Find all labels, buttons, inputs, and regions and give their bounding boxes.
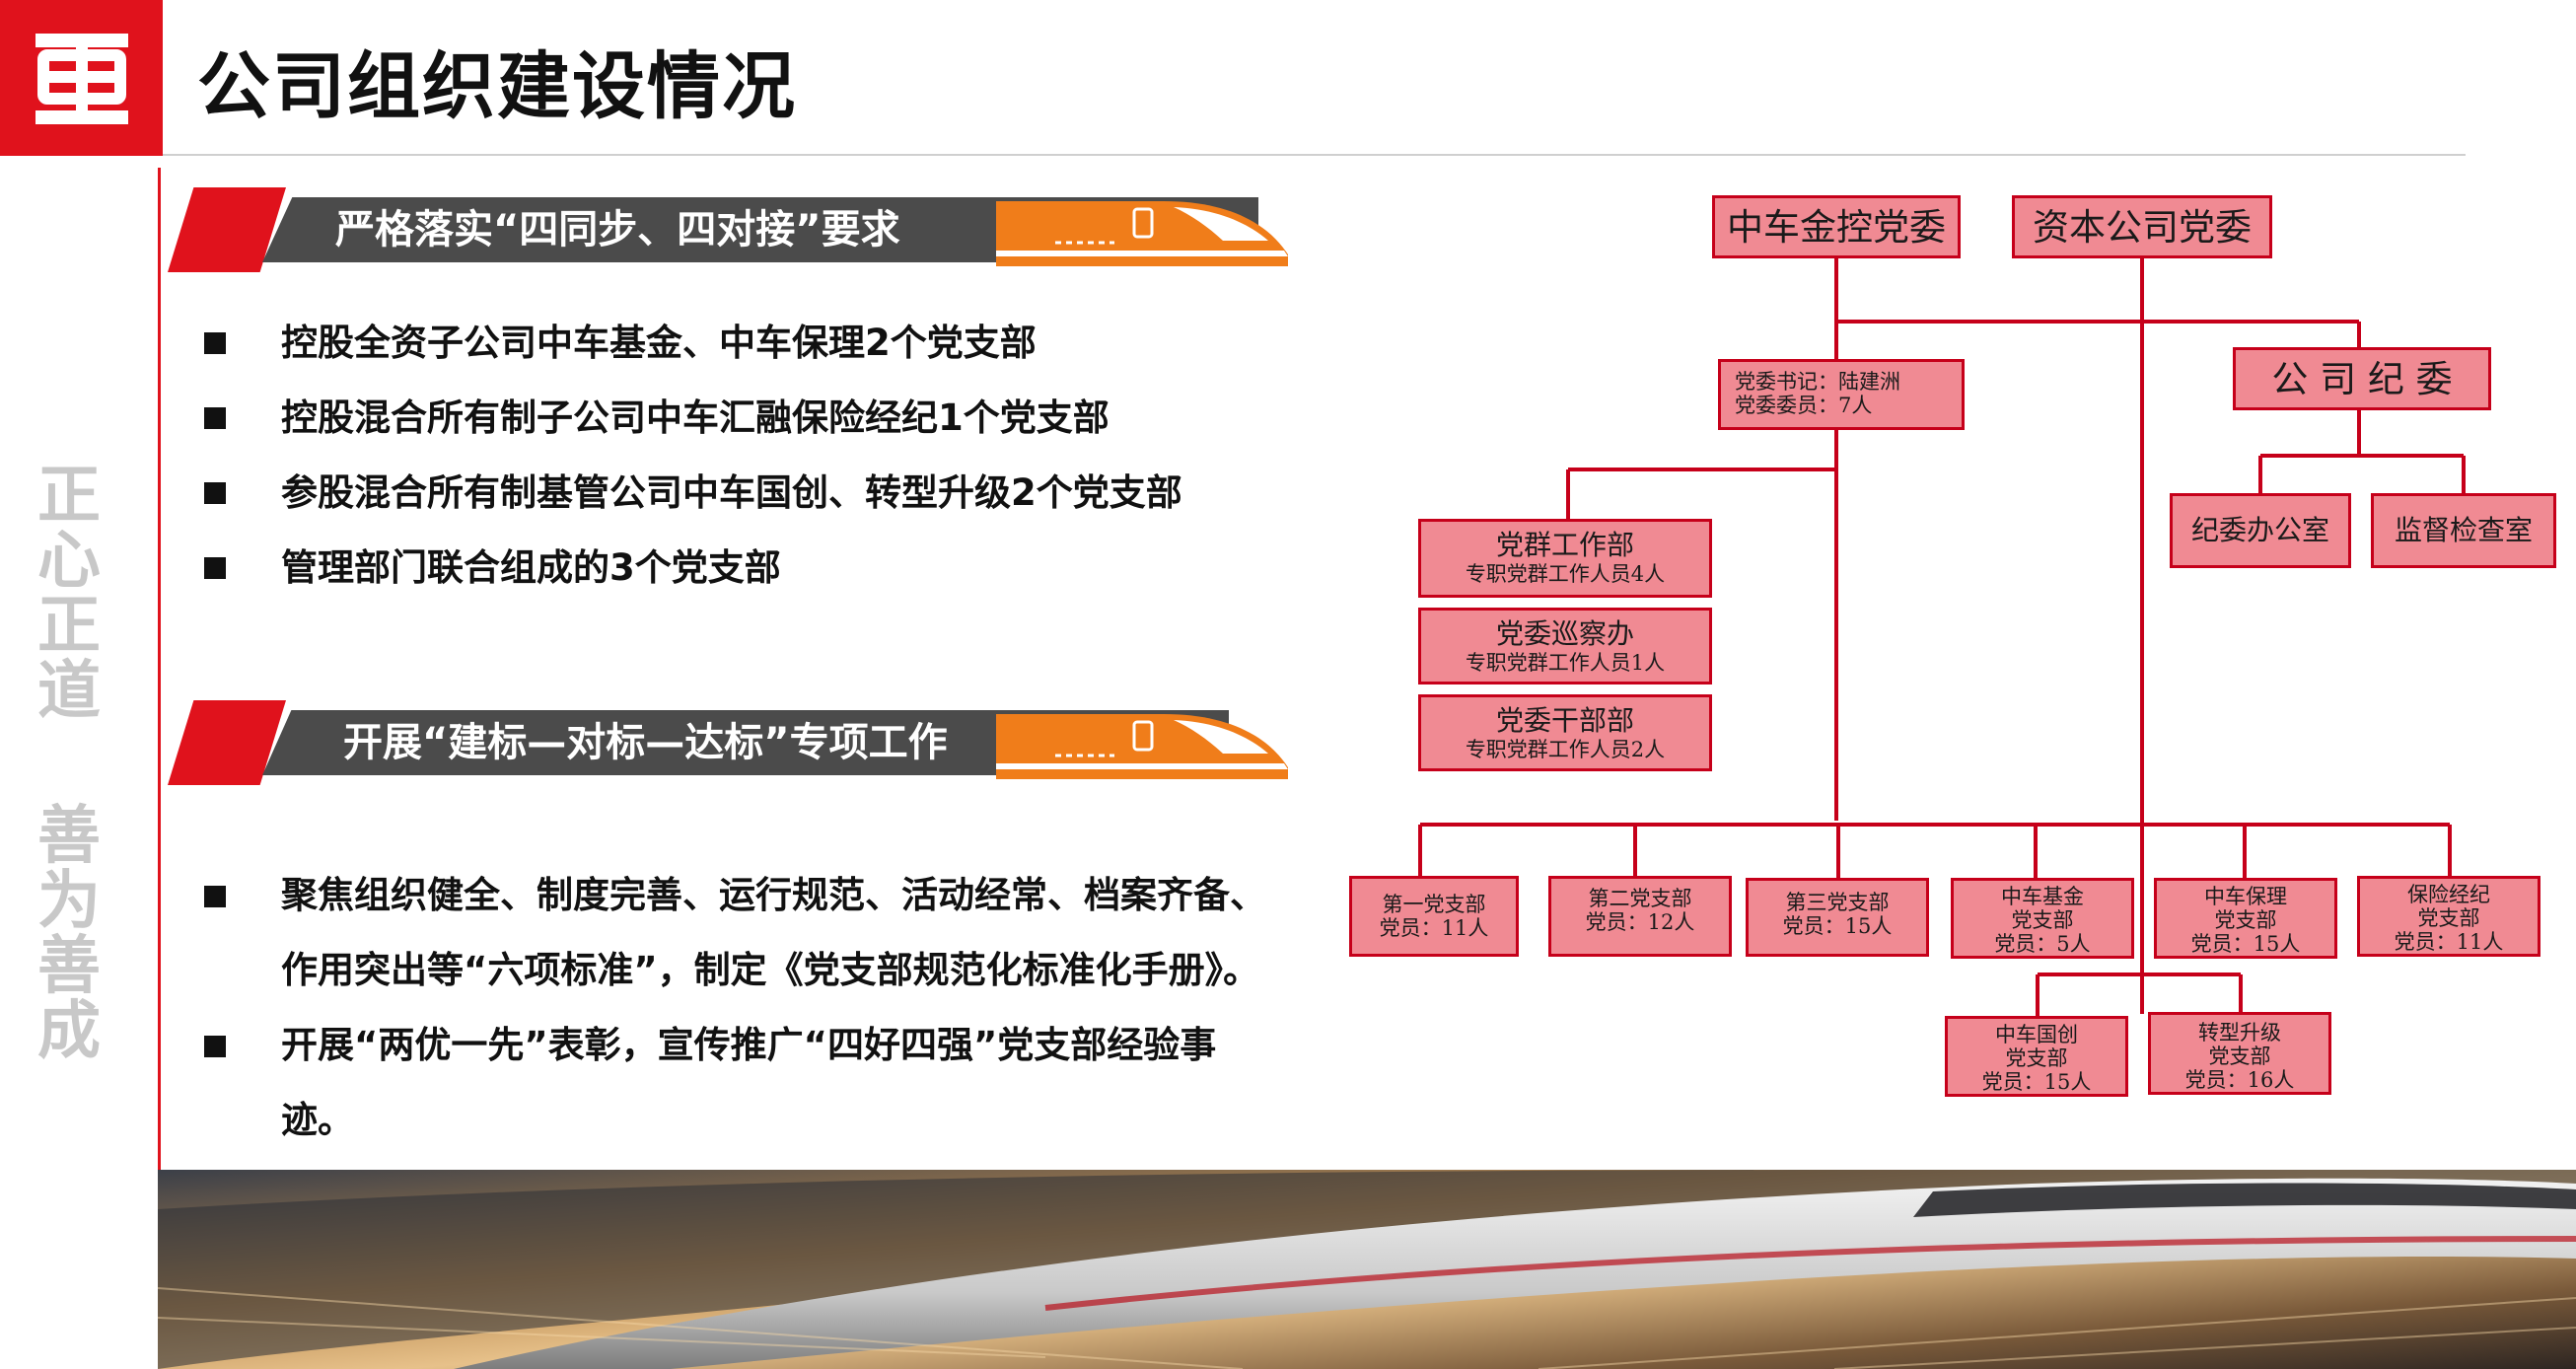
org-node-sub-branch: 转型升级 党支部 党员：16人 [2148, 1012, 2331, 1095]
department-staff: 专职党群工作人员1人 [1465, 651, 1666, 675]
section1-list: 控股全资子公司中车基金、中车保理2个党支部 控股混合所有制子公司中车汇融保险经纪… [202, 306, 1182, 606]
section1-banner: 严格落实“四同步、四对接”要求 [168, 187, 1312, 272]
page-title: 公司组织建设情况 [197, 44, 797, 129]
org-node-supervision-office: 监督检查室 [2371, 493, 2556, 568]
slogan-char: 成 [37, 995, 101, 1068]
org-node-department: 党委干部部 专职党群工作人员2人 [1418, 694, 1712, 771]
slogan-part2: 善 为 善 成 [34, 804, 105, 1064]
org-node-branch: 中车保理 党支部 党员：15人 [2154, 878, 2337, 959]
branch-label: 党支部 [2417, 906, 2480, 930]
department-staff: 专职党群工作人员2人 [1465, 738, 1666, 761]
org-node-branch: 第二党支部 党员：12人 [1548, 876, 1732, 957]
branch-name: 第一党支部 [1382, 893, 1486, 916]
secretary-text: 党委书记：陆建洲 [1735, 370, 1900, 394]
train-icon [996, 201, 1288, 266]
hero-train-image [158, 1170, 2576, 1369]
list-item-text: 迹。 [281, 1099, 354, 1141]
department-title: 党委干部部 [1495, 704, 1634, 737]
department-title: 党委巡察办 [1495, 617, 1634, 650]
org-node-secretary: 党委书记：陆建洲 党委委员：7人 [1718, 359, 1965, 430]
branch-label: 党支部 [2208, 1045, 2271, 1068]
slogan-char: 正 [37, 460, 101, 533]
list-item-text: 聚焦组织健全、制度完善、运行规范、活动经常、档案齐备、 [281, 874, 1266, 916]
org-node-branch: 保险经纪 党支部 党员：11人 [2357, 876, 2540, 957]
section2-banner: 开展“建标—对标—达标”专项工作 [168, 700, 1312, 785]
branch-members: 党员：15人 [2190, 932, 2301, 956]
branch-members: 党员：5人 [1994, 932, 2091, 956]
branch-members: 党员：15人 [1782, 914, 1893, 938]
org-node-discipline-committee: 公 司 纪 委 [2233, 347, 2491, 410]
branch-members: 党员：12人 [1585, 910, 1695, 934]
bullet-square-icon [204, 482, 226, 504]
branch-name: 第二党支部 [1588, 887, 1692, 910]
branch-members: 党员：15人 [1981, 1070, 2092, 1094]
list-item: 参股混合所有制基管公司中车国创、转型升级2个党支部 [202, 456, 1182, 531]
bullet-square-icon [204, 407, 226, 429]
committee-members-text: 党委委员：7人 [1735, 394, 1873, 417]
list-item-text: 控股混合所有制子公司中车汇融保险经纪1个党支部 [281, 396, 1109, 439]
slogan-char: 道 [37, 655, 101, 728]
org-node-branch: 第三党支部 党员：15人 [1746, 878, 1929, 957]
org-node-zhongche-jinkong: 中车金控党委 [1712, 195, 1961, 258]
train-icon [996, 714, 1288, 779]
branch-label: 党支部 [2011, 908, 2074, 932]
list-item-text: 管理部门联合组成的3个党支部 [281, 546, 781, 589]
title-divider [163, 154, 2466, 156]
branch-name: 第三党支部 [1785, 891, 1890, 914]
list-item: 管理部门联合组成的3个党支部 [202, 531, 1182, 606]
org-node-branch: 中车基金 党支部 党员：5人 [1951, 878, 2134, 959]
branch-label: 党支部 [2005, 1046, 2068, 1070]
branch-name: 转型升级 [2198, 1021, 2281, 1045]
section1-banner-title: 严格落实“四同步、四对接”要求 [335, 207, 900, 252]
department-staff: 专职党群工作人员4人 [1465, 562, 1666, 586]
org-node-department: 党群工作部 专职党群工作人员4人 [1418, 519, 1712, 598]
crrc-logo-icon [36, 34, 128, 124]
list-item: 开展“两优一先”表彰，宣传推广“四好四强”党支部经验事 迹。 [202, 1008, 1266, 1158]
org-node-sub-branch: 中车国创 党支部 党员：15人 [1945, 1016, 2128, 1097]
branch-members: 党员：16人 [2184, 1068, 2295, 1092]
list-item-text: 控股全资子公司中车基金、中车保理2个党支部 [281, 322, 1037, 364]
branch-members: 党员：11人 [2394, 930, 2504, 954]
section2-list: 聚焦组织健全、制度完善、运行规范、活动经常、档案齐备、 作用突出等“六项标准”，… [202, 858, 1266, 1158]
slogan-char: 心 [37, 525, 101, 598]
slogan-part1: 正 心 正 道 [34, 464, 105, 724]
bullet-square-icon [204, 886, 226, 907]
list-item-text: 参股混合所有制基管公司中车国创、转型升级2个党支部 [281, 471, 1182, 514]
list-item-text: 开展“两优一先”表彰，宣传推广“四好四强”党支部经验事 [281, 1024, 1217, 1066]
list-item: 控股混合所有制子公司中车汇融保险经纪1个党支部 [202, 381, 1182, 456]
slogan-char: 善 [37, 800, 101, 873]
org-node-branch: 第一党支部 党员：11人 [1349, 876, 1519, 957]
org-node-discipline-office: 纪委办公室 [2170, 493, 2351, 568]
branch-name: 中车基金 [2001, 885, 2084, 908]
bullet-square-icon [204, 1036, 226, 1057]
department-title: 党群工作部 [1495, 529, 1634, 561]
list-item-text: 作用突出等“六项标准”，制定《党支部规范化标准化手册》。 [281, 949, 1260, 991]
company-logo [0, 0, 163, 156]
high-speed-train-photo [158, 1170, 2576, 1369]
list-item: 控股全资子公司中车基金、中车保理2个党支部 [202, 306, 1182, 381]
bullet-square-icon [204, 557, 226, 579]
branch-label: 党支部 [2214, 908, 2277, 932]
org-node-capital-company: 资本公司党委 [2012, 195, 2272, 258]
left-accent-line [158, 168, 161, 1170]
bullet-square-icon [204, 332, 226, 354]
org-node-department: 党委巡察办 专职党群工作人员1人 [1418, 608, 1712, 684]
branch-members: 党员：11人 [1379, 916, 1489, 940]
slogan-char: 善 [37, 930, 101, 1003]
branch-name: 中车保理 [2204, 885, 2287, 908]
section2-banner-title: 开展“建标—对标—达标”专项工作 [343, 720, 948, 765]
slogan-char: 为 [37, 865, 101, 938]
slogan-char: 正 [37, 590, 101, 663]
branch-name: 中车国创 [1995, 1023, 2078, 1046]
list-item: 聚焦组织健全、制度完善、运行规范、活动经常、档案齐备、 作用突出等“六项标准”，… [202, 858, 1266, 1008]
branch-name: 保险经纪 [2407, 883, 2490, 906]
